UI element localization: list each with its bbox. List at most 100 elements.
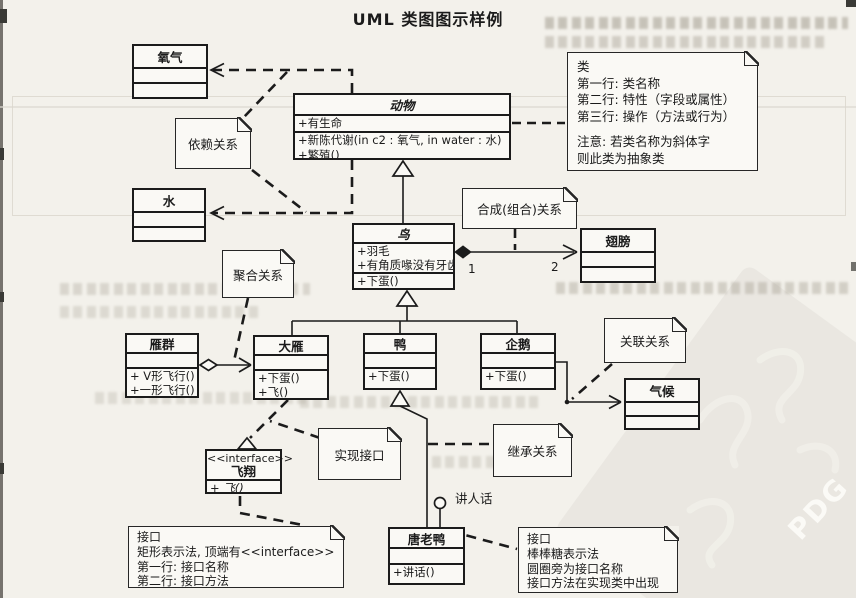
- class-duck: 鸭 +下蛋(): [363, 333, 437, 390]
- attributes-compartment: [255, 354, 327, 369]
- class-flock: 雁群 + V形飞行() +一形飞行(): [125, 333, 199, 398]
- class-goose: 大雁 +下蛋() +飞(): [253, 335, 329, 400]
- note-inheritance: 继承关系: [493, 423, 573, 477]
- operations-compartment: +下蛋(): [482, 367, 554, 388]
- attributes-compartment: [134, 67, 206, 82]
- bleed-text: [545, 17, 848, 29]
- operation: + 飞(): [210, 481, 244, 492]
- note-interface-rectangular: 接口 矩形表示法, 顶端有<<interface>> 第一行: 接口名称 第二行…: [128, 525, 345, 589]
- note-association: 关联关系: [604, 317, 687, 363]
- note-line: 第三行: 操作（方法或行为）: [577, 108, 736, 124]
- note-anchor-dependency-top: [243, 71, 288, 118]
- attributes-compartment: +羽毛 +有角质喙没有牙齿: [354, 242, 453, 272]
- note-fold-icon: [663, 526, 679, 542]
- class-name: 水: [162, 194, 176, 209]
- note-line: 类: [577, 59, 590, 74]
- note-anchor-association: [571, 363, 613, 400]
- attributes-compartment: [626, 401, 698, 415]
- note-composition: 合成(组合)关系: [462, 187, 578, 229]
- operations-compartment: +下蛋(): [354, 272, 453, 288]
- note-line: 圆圈旁为接口名称: [527, 561, 624, 576]
- scan-blob: [0, 9, 7, 23]
- note-fold-icon: [236, 117, 252, 133]
- multiplicity-label: 1: [468, 262, 476, 276]
- operations-compartment: +下蛋() +飞(): [255, 369, 327, 398]
- operation: +繁殖(): [298, 148, 340, 158]
- operations-compartment: +新陈代谢(in c2 : 氧气, in water : 水) +繁殖(): [295, 131, 509, 158]
- class-climate: 气候: [624, 378, 700, 430]
- note-fold-icon: [386, 427, 402, 443]
- note-anchor-interface-lollipop: [449, 529, 518, 551]
- class-oxygen: 氧气: [132, 44, 208, 99]
- note-aggregation: 聚合关系: [222, 249, 295, 298]
- attribute: +羽毛: [357, 244, 390, 258]
- class-name: 唐老鸭: [407, 531, 446, 547]
- attributes-compartment: [582, 251, 654, 266]
- scan-blob: [0, 463, 4, 474]
- operations-compartment: +讲话(): [390, 563, 463, 583]
- operation: +飞(): [258, 385, 289, 398]
- note-fold-icon: [562, 187, 578, 203]
- dependency-line-water: [209, 160, 354, 221]
- attributes-compartment: [365, 352, 435, 367]
- operation: +一形飞行(): [130, 383, 195, 396]
- operations-compartment: +下蛋(): [365, 367, 435, 388]
- operations-compartment: + 飞(): [207, 479, 280, 492]
- class-name: 大雁: [278, 339, 304, 354]
- note-anchor-interface-rect: [238, 496, 304, 527]
- operations-compartment: [134, 82, 206, 97]
- attribute: +有生命: [298, 116, 343, 130]
- operation: +新陈代谢(in c2 : 氧气, in water : 水): [298, 133, 502, 147]
- note-line: 第二行: 特性（字段或属性）: [577, 92, 736, 107]
- note-line: 矩形表示法, 顶端有<<interface>>: [137, 544, 335, 559]
- class-donald-duck: 唐老鸭 +讲话(): [388, 527, 465, 585]
- note-text: 聚合关系: [232, 267, 283, 283]
- class-name: 鸭: [393, 337, 407, 352]
- association-penguin-climate: [556, 361, 622, 410]
- operation: +下蛋(): [485, 369, 527, 383]
- note-text: 继承关系: [507, 444, 558, 459]
- note-line: 第一行: 接口名称: [137, 559, 229, 574]
- class-name: 翅膀: [605, 234, 631, 249]
- operations-compartment: [582, 266, 654, 281]
- bleed-text: [300, 396, 540, 408]
- note-anchor-implement: [269, 419, 321, 440]
- operations-compartment: [134, 225, 204, 241]
- attributes-compartment: [390, 547, 463, 563]
- attributes-compartment: [482, 352, 554, 367]
- attributes-compartment: [127, 352, 197, 367]
- generalization-bird-animal: [391, 159, 415, 223]
- note-implement-interface: 实现接口: [318, 427, 402, 480]
- dependency-line-oxygen: [209, 62, 354, 93]
- class-penguin: 企鹅 +下蛋(): [480, 333, 556, 390]
- scan-blob: [846, 0, 856, 7]
- attribute: +有角质喙没有牙齿: [357, 258, 453, 272]
- note-fold-icon: [279, 249, 295, 265]
- note-line: 接口: [137, 530, 162, 544]
- class-name: 鸟: [397, 227, 410, 242]
- aggregation-flock-goose: [198, 357, 252, 373]
- class-name: 雁群: [149, 337, 175, 352]
- note-text: 关联关系: [619, 334, 670, 349]
- interface-title-compartment: <<interface>> 飞翔: [207, 451, 293, 479]
- note-line-spacer: [577, 125, 748, 134]
- operation: +下蛋(): [357, 274, 399, 288]
- note-line: 第二行: 接口方法: [137, 574, 229, 589]
- note-line: 棒棒糖表示法: [527, 546, 600, 561]
- note-line: 则此类为抽象类: [577, 150, 665, 166]
- scan-blob: [0, 292, 4, 302]
- operation: +下蛋(): [368, 369, 410, 383]
- class-bird: 鸟 +羽毛 +有角质喙没有牙齿 +下蛋(): [352, 223, 455, 290]
- class-water: 水: [132, 188, 206, 242]
- note-anchor-dependency-bottom: [251, 168, 307, 214]
- note-line: 接口: [527, 532, 552, 546]
- class-wings: 翅膀: [580, 228, 656, 283]
- class-name: 氧气: [157, 50, 183, 65]
- operation: + V形飞行(): [130, 369, 195, 383]
- note-fold-icon: [671, 317, 687, 333]
- operation: +讲话(): [393, 565, 435, 579]
- bleed-text: [556, 282, 851, 294]
- note-dependency: 依赖关系: [175, 117, 252, 169]
